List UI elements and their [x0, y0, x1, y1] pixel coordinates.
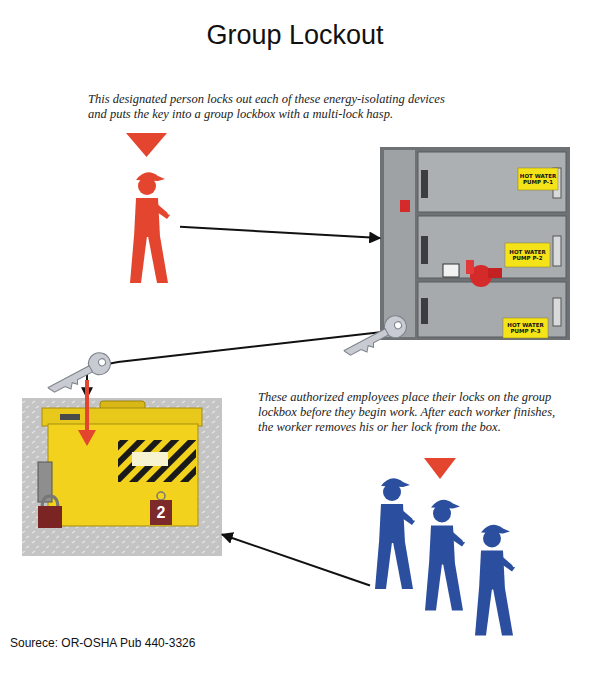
- description-text: These authorized employees place their l…: [258, 390, 558, 435]
- flow-arrow: [87, 332, 380, 398]
- hazard-stripes: [118, 440, 196, 482]
- panel-photo: [380, 147, 570, 340]
- lock-device: [400, 200, 410, 212]
- tag-text: HOT WATER PUMP P-1: [518, 168, 558, 190]
- pointer-triangle: [424, 458, 456, 479]
- box-body: [48, 424, 198, 526]
- box-handle: [100, 401, 145, 410]
- warning-label: [443, 264, 459, 277]
- panel-door: [418, 216, 566, 278]
- key-slot: [60, 414, 80, 420]
- equipment-tag: [503, 318, 548, 338]
- box-label: [132, 452, 168, 466]
- lockout-device: [470, 265, 492, 287]
- panel-door: [418, 152, 566, 212]
- description-text: This designated person locks out each of…: [88, 92, 453, 122]
- tag-text: HOT WATER PUMP P-2: [505, 243, 550, 267]
- panel-column: [384, 150, 415, 337]
- box-lid: [42, 408, 202, 426]
- tag-text: HOT WATER PUMP P-3: [503, 318, 548, 338]
- panel-node: HOT WATER PUMP P-1HOT WATER PUMP P-2HOT …: [380, 147, 570, 340]
- tread-plate: [22, 398, 222, 556]
- multi-lock-hasp: [38, 462, 52, 502]
- lockout-device: [488, 268, 502, 278]
- lockbox-node: 2: [22, 398, 222, 556]
- switch-handle: [553, 236, 561, 266]
- equipment-tag: [505, 243, 550, 267]
- tag-number: 2: [150, 500, 172, 525]
- lockout-device: [466, 260, 474, 274]
- worker-icon: [375, 478, 419, 589]
- panel-frame: [380, 147, 570, 340]
- flow-arrow: [222, 534, 370, 585]
- switch-handle: [553, 298, 561, 326]
- key-icon: [340, 312, 410, 363]
- panel-door: [418, 282, 566, 337]
- person-node: This designated person locks out each of…: [120, 160, 180, 290]
- source-caption: Sourece: OR-OSHA Pub 440-3326: [10, 636, 195, 650]
- drop-arrowhead: [78, 430, 96, 446]
- moved-key: [44, 349, 114, 400]
- diagram-title: Group Lockout: [0, 20, 590, 51]
- equipment-tag: [518, 168, 558, 190]
- drop-arrow: [85, 380, 89, 432]
- workers-node: These authorized employees place their l…: [370, 470, 520, 642]
- pointer-triangle: [126, 133, 167, 157]
- person-icon: [130, 172, 174, 283]
- door-handle: [421, 170, 428, 198]
- flow-arrow: [180, 227, 380, 238]
- door-handle: [421, 236, 428, 264]
- worker-icon: [425, 500, 469, 611]
- lockbox-photo: [22, 398, 222, 556]
- panel-key: [340, 312, 410, 363]
- number-tag: [150, 500, 172, 525]
- key-icon: [44, 349, 114, 400]
- padlock-shackle: [42, 496, 58, 508]
- door-handle: [421, 298, 428, 324]
- padlock-body: [38, 506, 62, 528]
- tag-ring: [157, 492, 165, 500]
- worker-icon: [475, 525, 519, 636]
